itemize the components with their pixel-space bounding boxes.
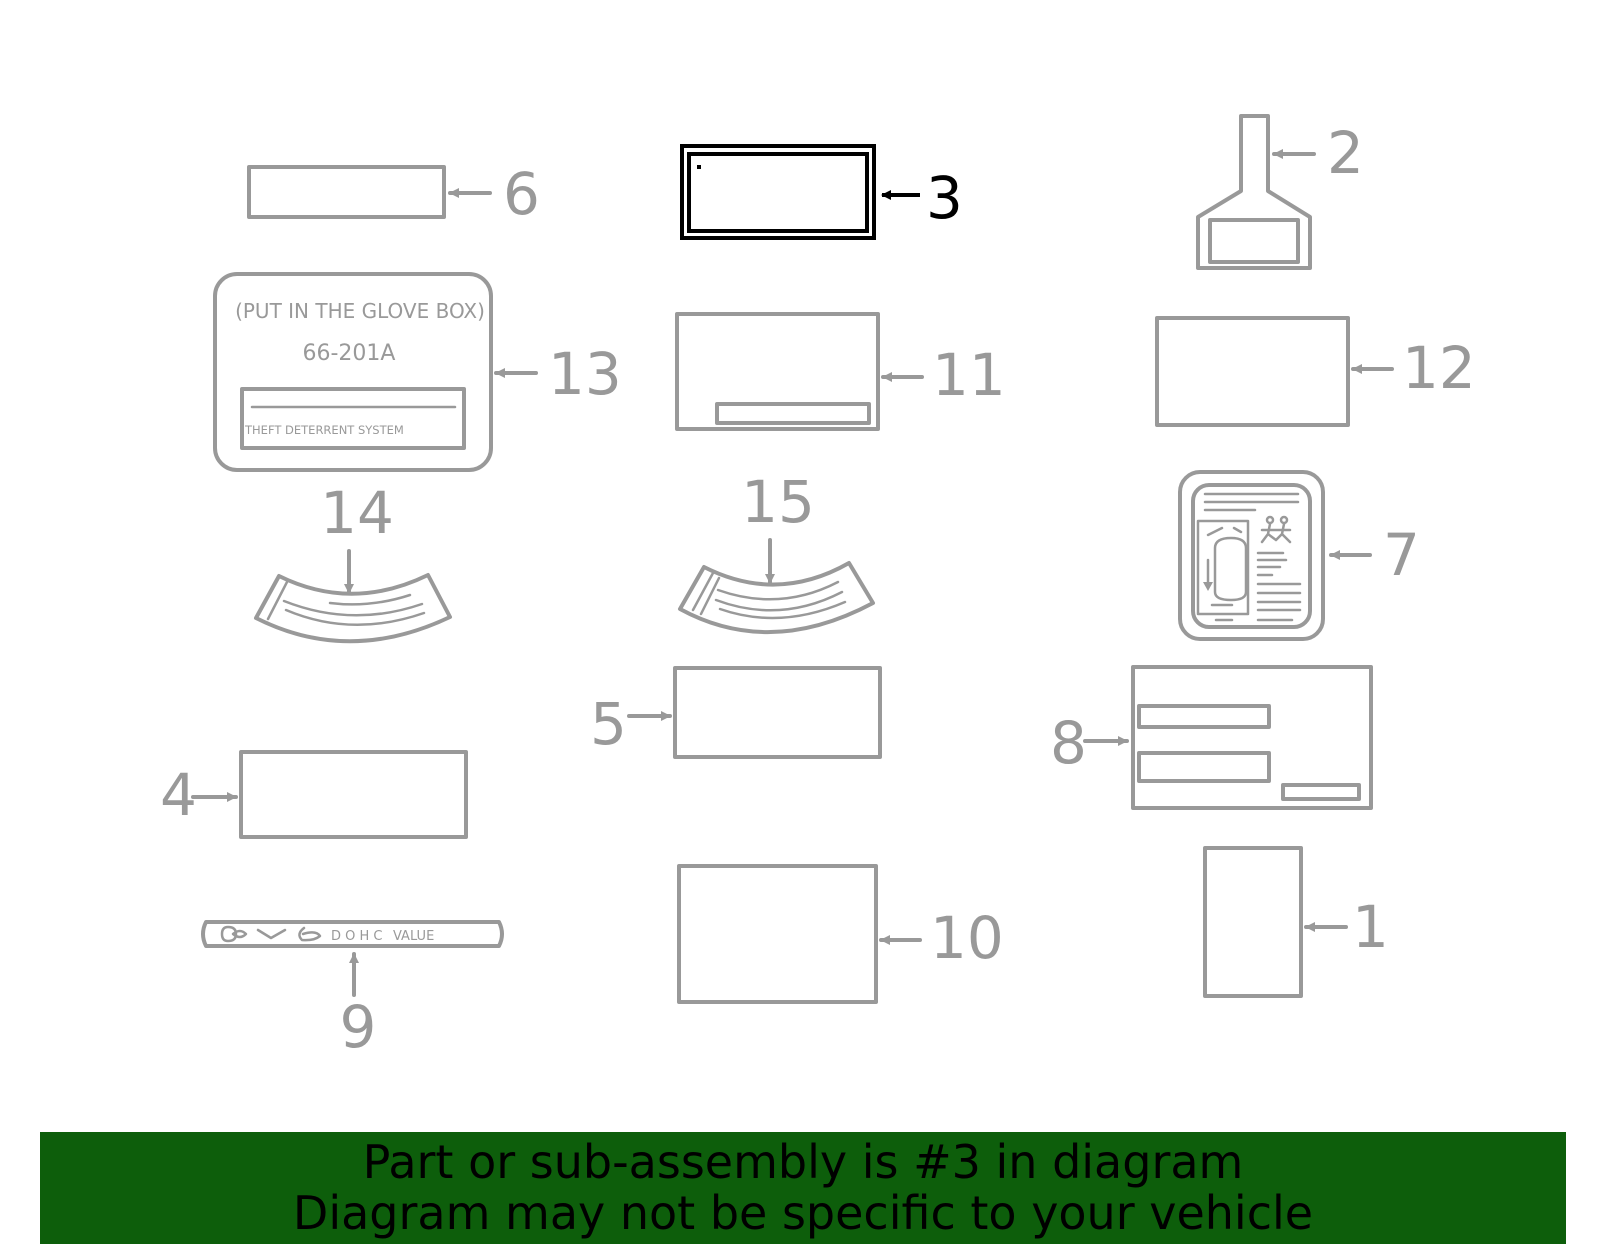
callout-12[interactable]: 12 [1402, 334, 1476, 402]
callout-2[interactable]: 2 [1327, 119, 1364, 187]
callout-11[interactable]: 11 [932, 341, 1006, 409]
part-5[interactable]: 5 [590, 666, 882, 759]
part-6[interactable]: 6 [247, 160, 540, 228]
part-8[interactable]: 8 [1050, 665, 1373, 810]
callout-15[interactable]: 15 [741, 468, 815, 536]
info-banner: Part or sub-assembly is #3 in diagram Di… [40, 1132, 1566, 1244]
callout-13[interactable]: 13 [548, 340, 622, 408]
callout-6[interactable]: 6 [503, 160, 540, 228]
banner-line-2: Diagram may not be specific to your vehi… [292, 1186, 1314, 1240]
callout-14[interactable]: 14 [320, 479, 394, 547]
part-13[interactable]: (PUT IN THE GLOVE BOX) 66-201A THEFT DET… [213, 272, 622, 472]
glove-box-text: (PUT IN THE GLOVE BOX) [235, 299, 485, 323]
value-text: VALUE [393, 929, 434, 944]
part-15[interactable]: 15 [678, 468, 875, 635]
callout-9[interactable]: 9 [340, 993, 377, 1061]
part-12[interactable]: 12 [1155, 316, 1476, 427]
part-2[interactable]: 2 [1196, 114, 1364, 270]
part-3-selected[interactable]: 3 [680, 144, 963, 240]
part-4[interactable]: 4 [160, 750, 468, 839]
part-10[interactable]: 10 [677, 864, 1004, 1004]
part-1[interactable]: 1 [1203, 846, 1389, 998]
part-11[interactable]: 11 [675, 312, 1006, 431]
theft-deterrent-text: THEFT DETERRENT SYSTEM [244, 423, 404, 437]
part-code-text: 66-201A [303, 341, 396, 366]
callout-8[interactable]: 8 [1050, 709, 1087, 777]
part-14[interactable]: 14 [254, 479, 452, 644]
callout-1[interactable]: 1 [1352, 893, 1389, 961]
part-7[interactable]: 7 [1178, 470, 1420, 641]
callout-3[interactable]: 3 [926, 164, 963, 232]
callout-4[interactable]: 4 [160, 761, 197, 829]
callout-10[interactable]: 10 [930, 904, 1004, 972]
callout-7[interactable]: 7 [1383, 521, 1420, 589]
part-9[interactable]: D O H C VALUE 9 [201, 920, 504, 1061]
callout-5[interactable]: 5 [590, 690, 627, 758]
banner-line-1: Part or sub-assembly is #3 in diagram [362, 1135, 1244, 1189]
dohc-text: D O H C [331, 929, 383, 944]
